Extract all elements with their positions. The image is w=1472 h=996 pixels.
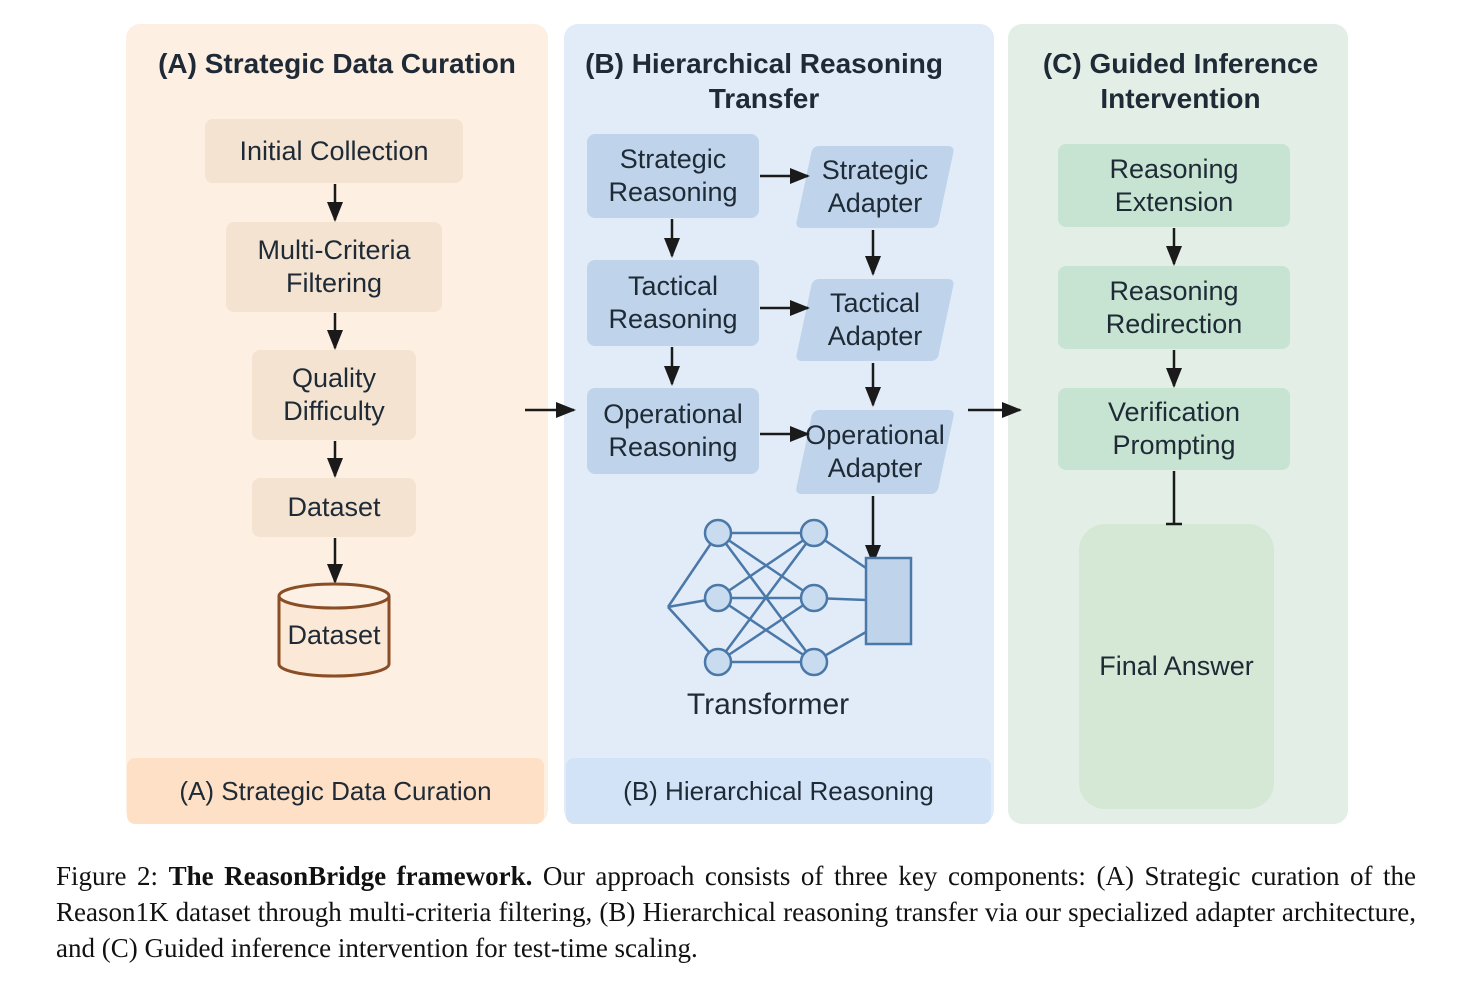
node-operational-adapter: Operational Adapter — [795, 410, 955, 494]
tactical-adapter-label: Tactical Adapter — [827, 288, 923, 351]
footer-hierarchical-reasoning: (B) Hierarchical Reasoning — [566, 758, 991, 824]
figure-caption: Figure 2: The ReasonBridge framework. Ou… — [56, 858, 1416, 966]
node-strategic-adapter: Strategic Adapter — [795, 146, 955, 228]
panel-b-title: (B) Hierarchical Reasoning Transfer — [585, 48, 943, 114]
node-tactical-adapter: Tactical Adapter — [795, 279, 955, 361]
transformer-network-icon — [666, 518, 913, 677]
footer-strategic-data-curation: (A) Strategic Data Curation — [127, 758, 544, 824]
cylinder-dataset-label: Dataset — [287, 620, 381, 650]
node-initial-collection: Initial Collection — [205, 119, 463, 183]
node-dataset: Dataset — [252, 478, 416, 537]
node-quality-difficulty: Quality Difficulty — [252, 350, 416, 440]
operational-adapter-label: Operational Adapter — [805, 420, 945, 483]
caption-bold-title: The ReasonBridge framework. — [168, 861, 533, 891]
transformer-label: Transformer — [686, 688, 850, 721]
node-reasoning-extension: Reasoning Extension — [1058, 144, 1290, 227]
node-reasoning-redirection: Reasoning Redirection — [1058, 266, 1290, 349]
node-multi-criteria-filtering: Multi-Criteria Filtering — [226, 222, 442, 312]
panel-a-title: (A) Strategic Data Curation — [158, 48, 516, 79]
caption-prefix: Figure 2: — [56, 861, 169, 891]
node-tactical-reasoning: Tactical Reasoning — [587, 260, 759, 346]
caption-text: Our approach consists of three key compo… — [56, 861, 1416, 963]
node-final-answer: Final Answer — [1079, 524, 1274, 809]
panel-c-title: (C) Guided Inference Intervention — [1042, 48, 1319, 114]
node-operational-reasoning: Operational Reasoning — [587, 388, 759, 474]
node-strategic-reasoning: Strategic Reasoning — [587, 134, 759, 218]
dataset-cylinder-icon — [277, 582, 391, 678]
strategic-adapter-label: Strategic Adapter — [821, 155, 929, 218]
node-verification-prompting: Verification Prompting — [1058, 388, 1290, 470]
